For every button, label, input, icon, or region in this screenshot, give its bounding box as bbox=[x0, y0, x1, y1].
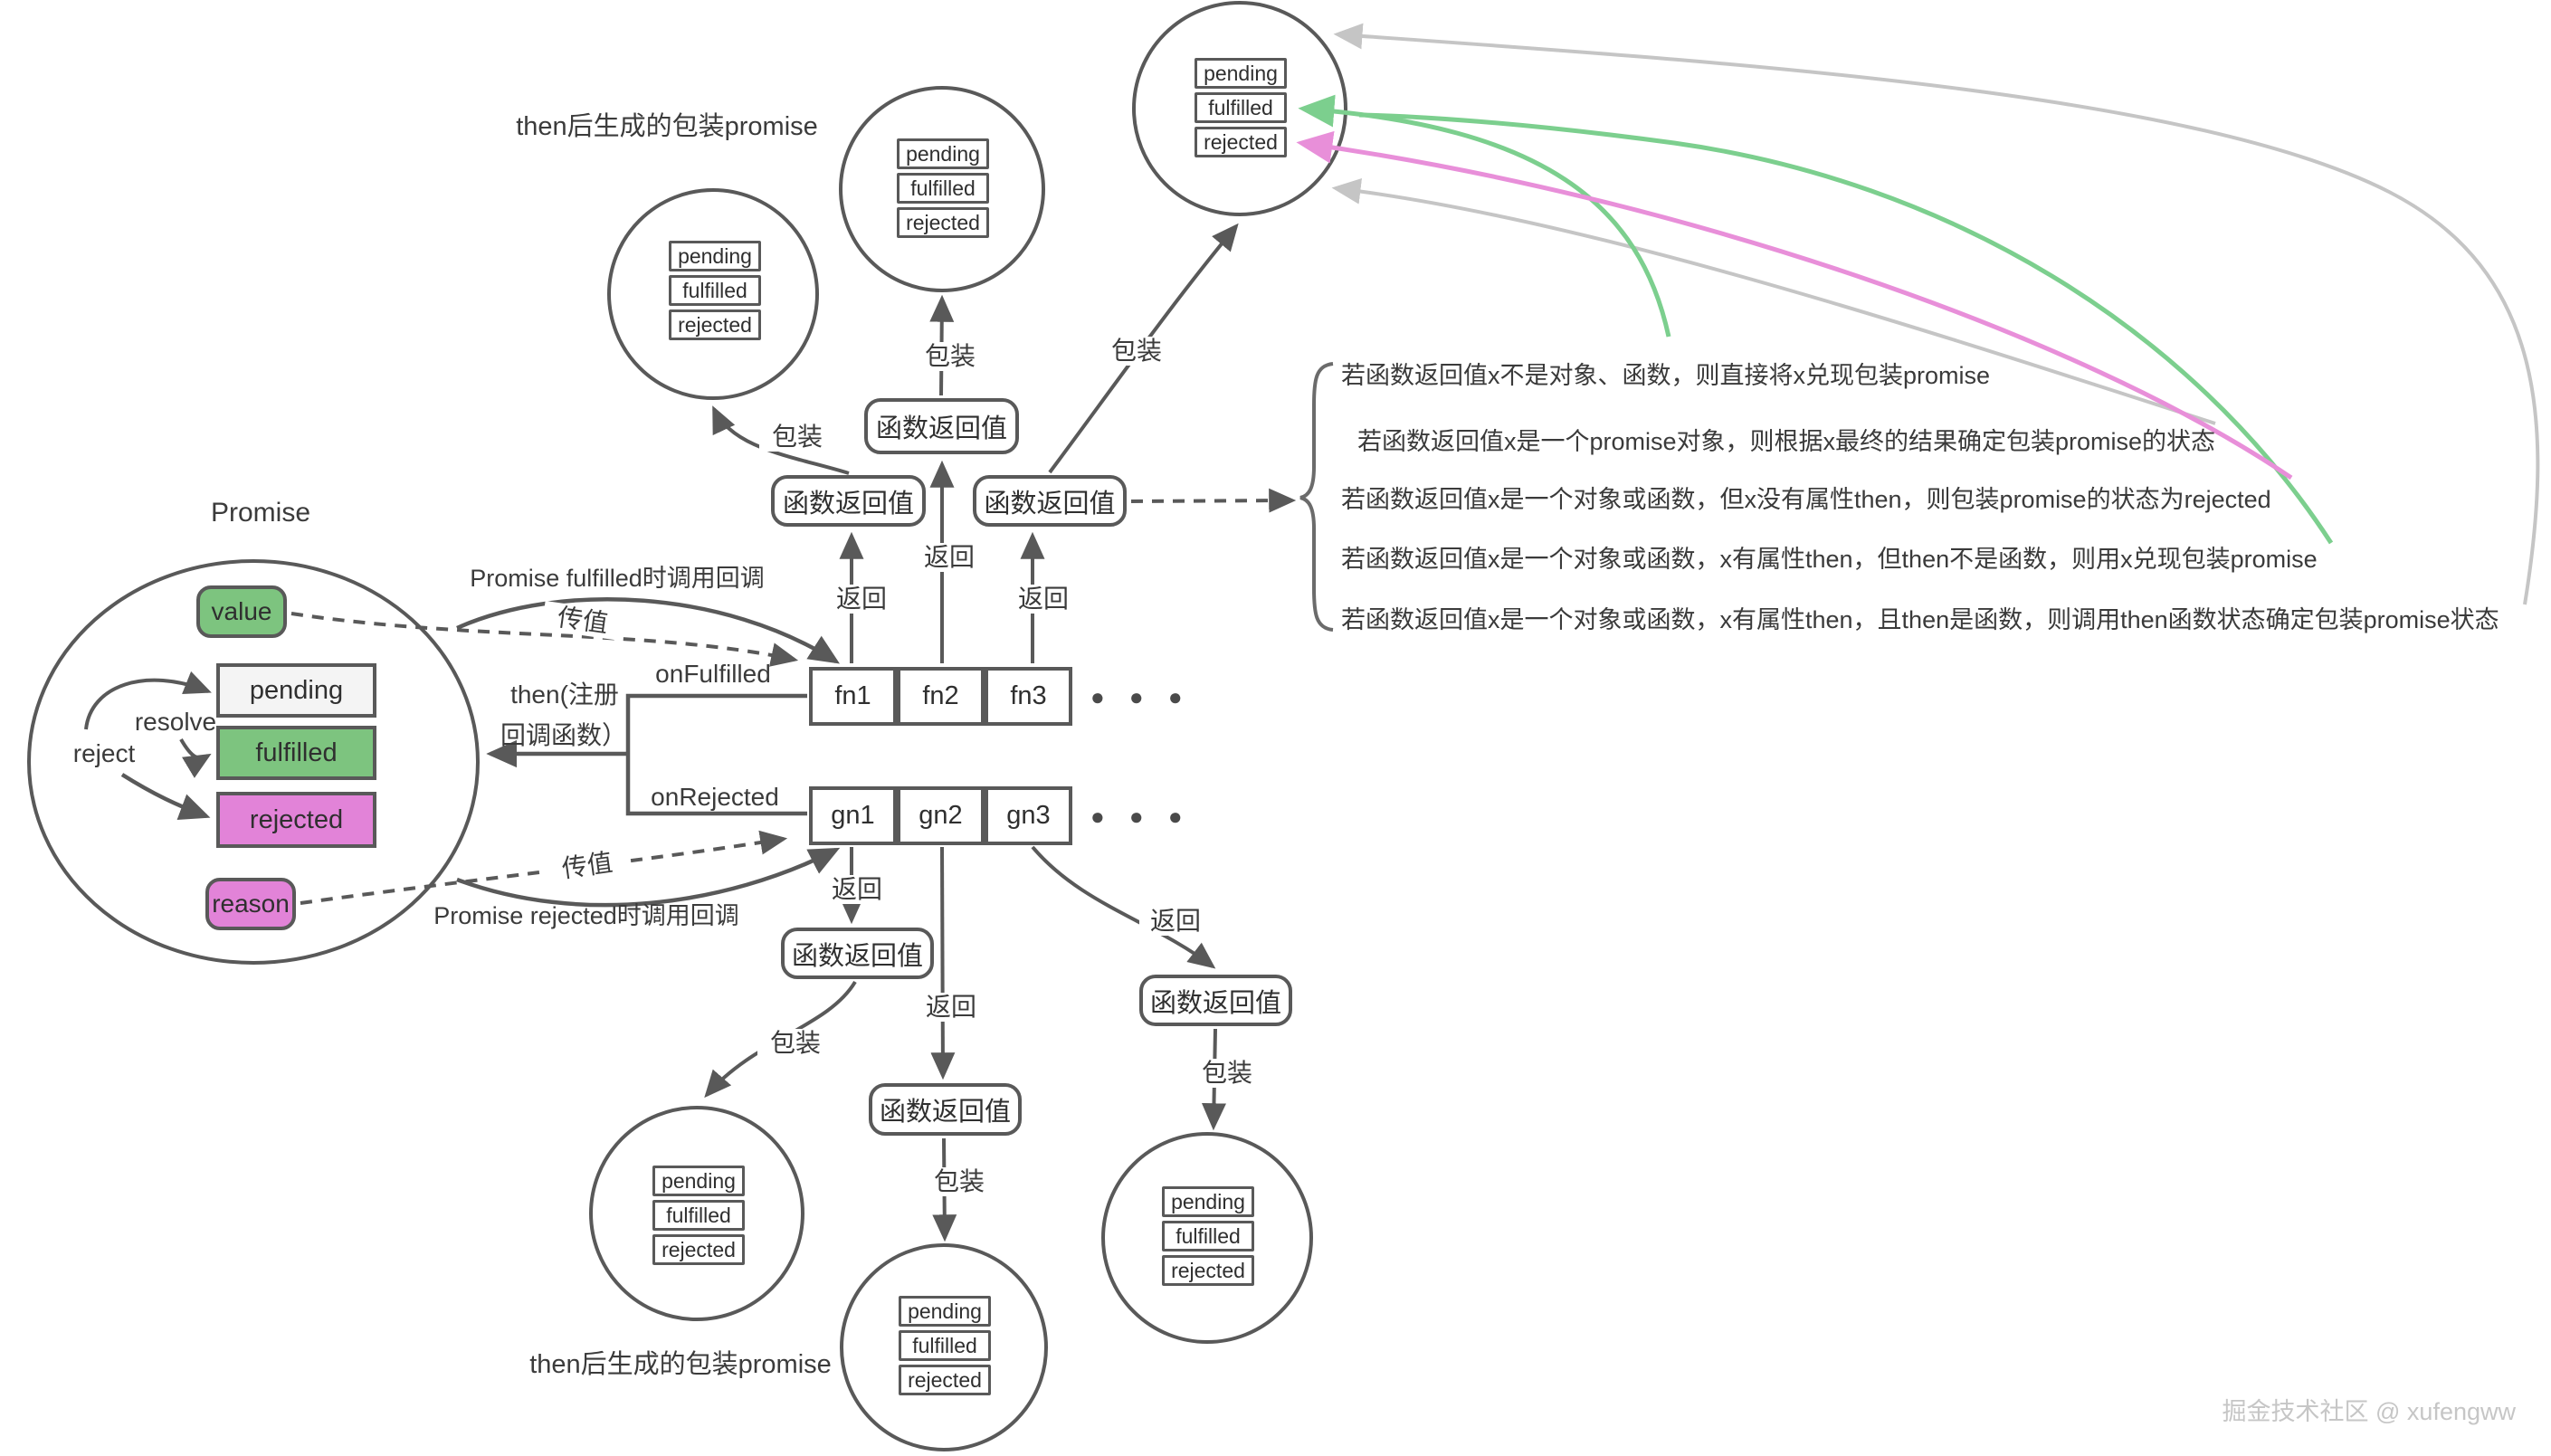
return-label-bottom-left: 返回 bbox=[821, 875, 893, 905]
stack-rejected-box: rejected bbox=[1195, 127, 1287, 157]
promise-circle bbox=[27, 559, 480, 965]
stack-fulfilled-box: fulfilled bbox=[652, 1200, 745, 1231]
return-value-to-rules-dashed bbox=[1130, 488, 1297, 513]
rejected-state-box: rejected bbox=[216, 792, 376, 848]
gn-ellipsis: ● ● ● bbox=[1090, 803, 1192, 830]
rule-line-4: 若函数返回值x是一个对象或函数，x有属性then，但then不是函数，则用x兑现… bbox=[1341, 546, 2318, 573]
gn3-box: gn3 bbox=[985, 786, 1072, 845]
on-rejected-label: onRejected bbox=[651, 783, 779, 811]
stack-pending-box: pending bbox=[1195, 58, 1287, 89]
stack-fulfilled-box: fulfilled bbox=[669, 275, 761, 306]
pending-state-box: pending bbox=[216, 663, 376, 718]
fn2-box: fn2 bbox=[897, 667, 985, 726]
wrapped-promise-circle-bottom-mid bbox=[840, 1243, 1048, 1451]
rule-line-3: 若函数返回值x是一个对象或函数，但x没有属性then，则包装promise的状态… bbox=[1341, 486, 2271, 513]
stack-pending-box: pending bbox=[652, 1166, 745, 1196]
function-return-value-top-mid: 函数返回值 bbox=[864, 398, 1019, 454]
wrap-label-bottom-right: 包装 bbox=[1189, 1059, 1265, 1089]
function-return-value-top-left: 函数返回值 bbox=[771, 475, 926, 527]
rejected-callback-arrow bbox=[456, 847, 841, 908]
function-return-value-bottom-mid: 函数返回值 bbox=[869, 1083, 1022, 1136]
stack-pending-box: pending bbox=[1162, 1186, 1254, 1217]
function-return-value-bottom-right: 函数返回值 bbox=[1139, 975, 1292, 1026]
state-stack-bottom-mid: pending fulfilled rejected bbox=[899, 1296, 991, 1399]
stack-fulfilled-box: fulfilled bbox=[899, 1330, 991, 1361]
return-label-top-left: 返回 bbox=[825, 585, 898, 614]
then-label-line2: 回调函数） bbox=[500, 721, 627, 749]
stack-rejected-box: rejected bbox=[652, 1234, 745, 1265]
reason-box: reason bbox=[205, 878, 296, 930]
stack-fulfilled-box: fulfilled bbox=[897, 173, 989, 204]
stack-fulfilled-box: fulfilled bbox=[1195, 92, 1287, 123]
fn-ellipsis: ● ● ● bbox=[1090, 683, 1192, 710]
gn3-return-line bbox=[1031, 845, 1216, 969]
wrap-label-top-mid: 包装 bbox=[912, 342, 988, 372]
value-box: value bbox=[196, 585, 287, 638]
rule-line-5: 若函数返回值x是一个对象或函数，x有属性then，且then是函数，则调用the… bbox=[1341, 606, 2499, 633]
gn2-return-line bbox=[930, 846, 956, 1080]
wrap-label-top-left: 包装 bbox=[759, 423, 835, 452]
stack-pending-box: pending bbox=[899, 1296, 991, 1327]
gray-arrow-rule2 bbox=[1331, 177, 2216, 425]
pass-value-dashed-top bbox=[290, 612, 799, 667]
on-fulfilled-label: onFulfilled bbox=[655, 660, 771, 688]
new-promise-pending-arrow bbox=[84, 671, 212, 730]
green-arrow-rule4 bbox=[1358, 112, 2334, 545]
function-return-value-top-right: 函数返回值 bbox=[973, 475, 1127, 527]
gn1-box: gn1 bbox=[809, 786, 897, 845]
watermark: 掘金技术社区 @ xufengww bbox=[2222, 1398, 2516, 1425]
state-stack-top-mid: pending fulfilled rejected bbox=[897, 138, 989, 242]
promise-title: Promise bbox=[210, 498, 311, 528]
stack-rejected-box: rejected bbox=[669, 309, 761, 340]
function-return-value-bottom-left: 函数返回值 bbox=[781, 928, 934, 979]
bottom-caption: then后生成的包装promise bbox=[529, 1350, 832, 1379]
stack-fulfilled-box: fulfilled bbox=[1162, 1221, 1254, 1251]
return-label-top-right: 返回 bbox=[1007, 585, 1080, 614]
then-label-line1: then(注册 bbox=[510, 680, 619, 709]
fulfilled-callback-arrow bbox=[456, 596, 840, 664]
stack-pending-box: pending bbox=[897, 138, 989, 169]
stack-rejected-box: rejected bbox=[1162, 1255, 1254, 1286]
green-arrow-rule1 bbox=[1298, 94, 1671, 338]
wrapped-promise-circle-bottom-right bbox=[1101, 1132, 1313, 1344]
state-stack-top-right: pending fulfilled rejected bbox=[1195, 58, 1287, 161]
stack-pending-box: pending bbox=[669, 241, 761, 271]
fn1-box: fn1 bbox=[809, 667, 897, 726]
fulfilled-callback-note: Promise fulfilled时调用回调 bbox=[470, 565, 765, 592]
gray-arrow-rule5 bbox=[1333, 23, 2540, 605]
stack-rejected-box: rejected bbox=[899, 1365, 991, 1395]
wrap-label-top-right: 包装 bbox=[1099, 337, 1175, 366]
wrapped-promise-circle-top-right bbox=[1132, 1, 1347, 216]
rejected-callback-note: Promise rejected时调用回调 bbox=[433, 902, 739, 929]
wrapped-promise-circle-top-mid bbox=[839, 86, 1045, 292]
gn2-box: gn2 bbox=[897, 786, 985, 845]
return-label-top-mid: 返回 bbox=[913, 543, 985, 573]
state-stack-bottom-right: pending fulfilled rejected bbox=[1162, 1186, 1254, 1289]
fn3-box: fn3 bbox=[985, 667, 1072, 726]
return-label-bottom-right: 返回 bbox=[1139, 907, 1212, 937]
rule-line-2: 若函数返回值x是一个promise对象，则根据x最终的结果确定包装promise… bbox=[1357, 428, 2216, 455]
top-caption: then后生成的包装promise bbox=[516, 112, 818, 141]
rule-line-1: 若函数返回值x不是对象、函数，则直接将x兑现包装promise bbox=[1341, 362, 1991, 389]
stack-rejected-box: rejected bbox=[897, 207, 989, 238]
pink-arrow-rule3 bbox=[1296, 130, 2293, 481]
wrap-label-bottom-mid: 包装 bbox=[921, 1167, 997, 1197]
return-label-bottom-mid: 返回 bbox=[915, 993, 987, 1023]
resolve-arrow bbox=[179, 738, 212, 778]
wrapped-promise-circle-top-left bbox=[607, 188, 819, 400]
wrap-label-bottom-left: 包装 bbox=[757, 1029, 833, 1059]
rules-brace bbox=[1299, 362, 1334, 632]
fulfilled-state-box: fulfilled bbox=[216, 726, 376, 780]
wrapped-promise-circle-bottom-left bbox=[589, 1106, 804, 1321]
reject-arrow bbox=[120, 773, 211, 821]
resolve-label: resolve bbox=[134, 708, 217, 736]
state-stack-top-left: pending fulfilled rejected bbox=[669, 241, 761, 344]
reject-label: reject bbox=[72, 739, 136, 767]
state-stack-bottom-left: pending fulfilled rejected bbox=[652, 1166, 745, 1269]
